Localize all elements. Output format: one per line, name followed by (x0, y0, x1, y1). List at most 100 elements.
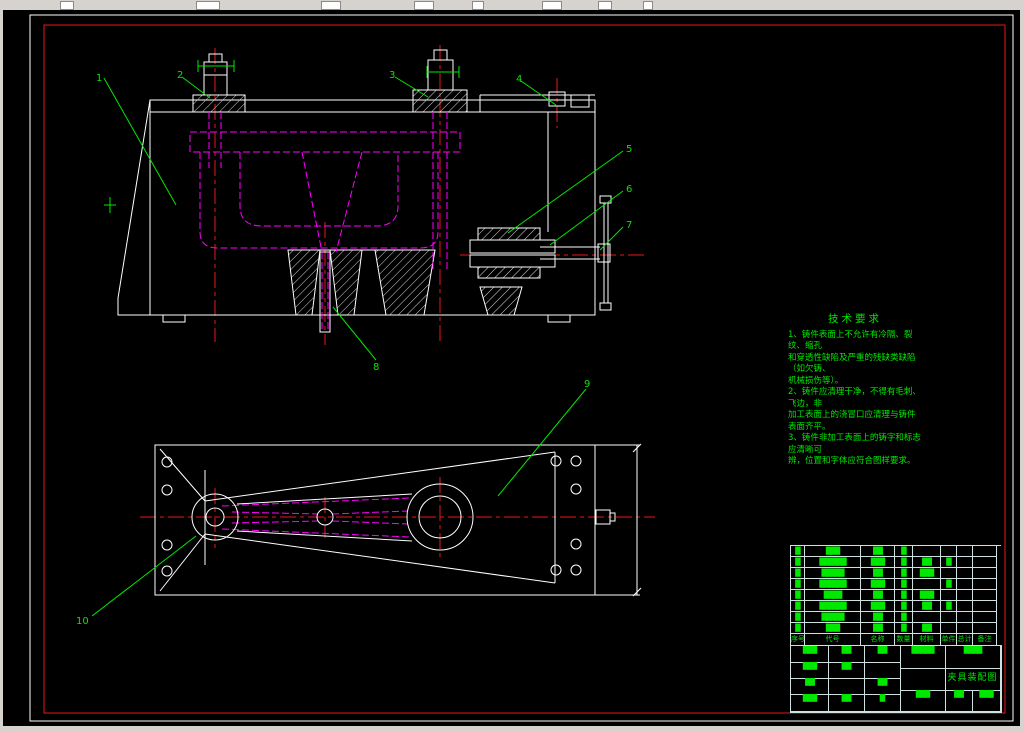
bom-cell: ███ (861, 579, 895, 590)
sheet-frame[interactable] (29, 14, 1014, 722)
toolbar-fragment[interactable] (472, 1, 484, 10)
foot-right (547, 314, 571, 323)
title-block-cell (828, 678, 865, 695)
balloon-9[interactable]: 9 (584, 379, 590, 390)
bom-cell: ██ (861, 623, 895, 634)
leader-lines[interactable] (91, 60, 624, 617)
title-block[interactable]: ███ ██ ██ ███ ██ ██ ██ ███ ██ █ █████ ██… (790, 645, 1002, 713)
balloon-5[interactable]: 5 (626, 144, 632, 155)
bom-cell: ██████ (805, 557, 861, 568)
tech-req-line: 和穿透性缺陷及严重的残缺类缺陷（如欠铸、 (788, 352, 916, 375)
bom-cell (973, 601, 997, 612)
balloon-2[interactable]: 2 (177, 70, 183, 81)
balloon-4[interactable]: 4 (516, 74, 522, 85)
washer-plate-left (192, 94, 246, 113)
hidden-profile[interactable] (189, 112, 461, 538)
bom-cell: ██ (913, 623, 941, 634)
bom-cell: ███ (861, 601, 895, 612)
bom-cell: █ (895, 590, 913, 601)
foot-left (162, 314, 186, 323)
bom-cell (973, 612, 997, 623)
bom-cell: ██ (861, 612, 895, 623)
bom-cell (941, 623, 957, 634)
bom-cell: █ (791, 579, 805, 590)
balloon-8[interactable]: 8 (373, 362, 379, 373)
drawing-title: 夹具装配图 (945, 668, 1001, 691)
technical-requirements[interactable]: 技术要求 1、铸件表面上不允许有冷隔、裂纹、缩孔 和穿透性缺陷及严重的残缺类缺陷… (788, 313, 922, 468)
bom-cell (957, 612, 973, 623)
bom-cell: █ (791, 612, 805, 623)
model-space-canvas[interactable] (3, 10, 1020, 726)
bom-cell (941, 546, 957, 557)
bom-cell: █ (895, 623, 913, 634)
bom-cell (941, 590, 957, 601)
bolt-hole (161, 539, 173, 551)
bolt-hole (550, 564, 562, 576)
bom-cell (973, 579, 997, 590)
bore-large-inner (418, 495, 462, 539)
bom-table[interactable]: ███████ ██████████████ ████████████ ████… (790, 545, 1001, 646)
bom-cell: █ (941, 557, 957, 568)
toolbar-fragment[interactable] (598, 1, 612, 10)
front-section-view[interactable] (117, 49, 612, 333)
bom-cell: ███ (805, 546, 861, 557)
bom-cell: █ (791, 601, 805, 612)
toolbar-fragment[interactable] (321, 1, 341, 10)
toolbar-fragment[interactable] (542, 1, 562, 10)
bom-cell (957, 623, 973, 634)
support-hatch (479, 286, 523, 316)
title-block-cell: ██ (791, 678, 829, 695)
bom-cell: ███ (861, 557, 895, 568)
title-block-cell: █ (864, 694, 901, 712)
bom-cell: ████ (805, 590, 861, 601)
balloon-7[interactable]: 7 (626, 220, 632, 231)
balloon-10[interactable]: 10 (76, 616, 89, 627)
title-block-cell: ██ (864, 646, 901, 663)
support-hatch (287, 249, 321, 316)
title-block-cell: █████ (900, 646, 946, 669)
balloon-1[interactable]: 1 (96, 73, 102, 84)
title-block-cell (900, 668, 946, 691)
title-block-cell (864, 662, 901, 679)
bom-cell: ██ (861, 546, 895, 557)
title-block-cell: ██ (945, 690, 973, 712)
balloon-6[interactable]: 6 (626, 184, 632, 195)
bom-cell (973, 568, 997, 579)
balloon-3[interactable]: 3 (389, 70, 395, 81)
toolbar-fragment[interactable] (414, 1, 434, 10)
bom-cell: █ (895, 612, 913, 623)
bolt-hole (570, 483, 582, 495)
plan-view[interactable] (154, 443, 642, 597)
locating-pin (319, 251, 331, 333)
bom-cell: ███ (913, 590, 941, 601)
bom-cell: ██████ (805, 579, 861, 590)
bore-small-outer (191, 493, 239, 541)
fastener-top-right (548, 91, 566, 107)
top-toolbar-strip (0, 0, 1024, 10)
toolbar-fragment[interactable] (643, 1, 653, 10)
title-block-cell: ██ (828, 662, 865, 679)
toolbar-fragment[interactable] (60, 1, 74, 10)
toolbar-fragment[interactable] (196, 1, 220, 10)
bom-cell (957, 590, 973, 601)
bom-cell: █ (791, 557, 805, 568)
tech-req-line: 1、铸件表面上不允许有冷隔、裂纹、缩孔 (788, 329, 913, 352)
bom-cell: █ (895, 568, 913, 579)
bom-cell: ██ (861, 590, 895, 601)
bom-cell (913, 612, 941, 623)
bom-cell: █████ (805, 568, 861, 579)
support-hatch (374, 249, 436, 316)
bolt-hole (550, 455, 562, 467)
support-hatch (329, 249, 363, 316)
title-block-cell: ███ (972, 690, 1001, 712)
bom-cell (957, 601, 973, 612)
title-block-cell: ███ (900, 690, 946, 712)
screw-handle (603, 202, 609, 304)
tech-req-line: 3、铸件非加工表面上的铸字和标志应清晰可 (788, 433, 921, 455)
bom-cell (973, 623, 997, 634)
title-block-cell: ████ (945, 646, 1001, 669)
bolt-hole (161, 456, 173, 468)
tech-req-title: 技术要求 (828, 313, 882, 325)
